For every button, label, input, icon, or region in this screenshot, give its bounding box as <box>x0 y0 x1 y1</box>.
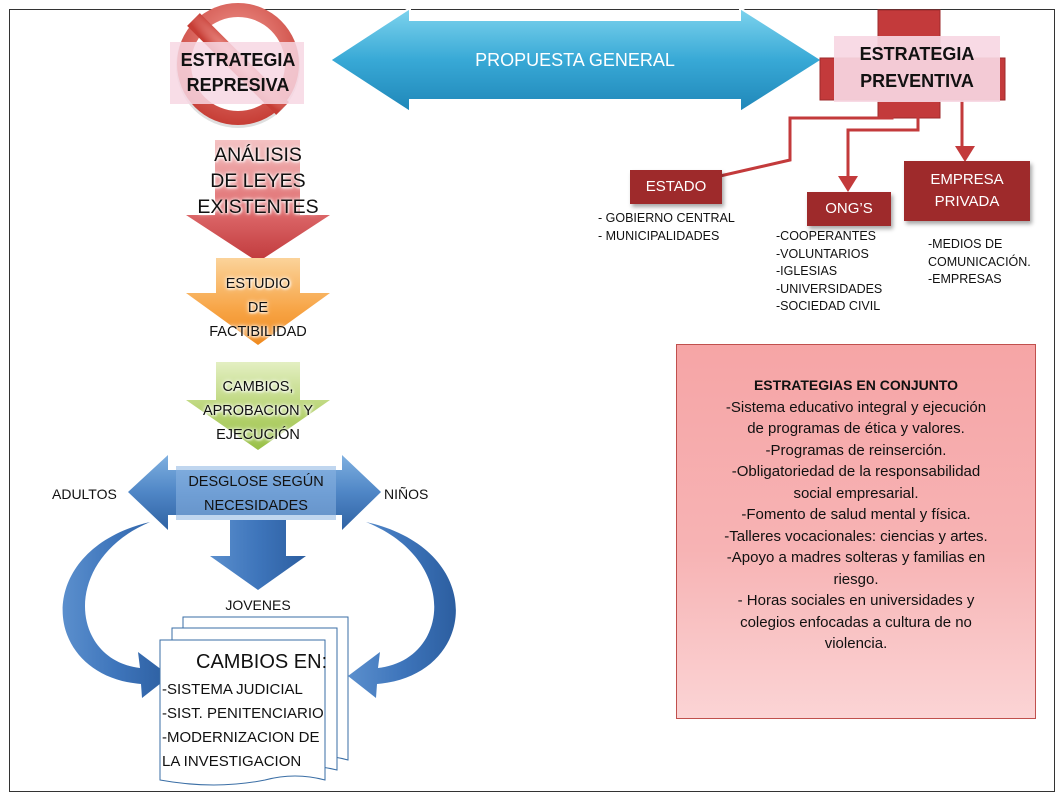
cambios-item: LA INVESTIGACION <box>162 753 302 770</box>
empresa-line2: PRIVADA <box>934 193 1000 210</box>
estado-label: ESTADO <box>645 178 707 195</box>
estado-box: ESTADO <box>630 170 722 204</box>
conjunto-line: social empresarial. <box>793 484 919 502</box>
cambios-item: -MODERNIZACION DE <box>162 729 320 746</box>
cambios-item: -SISTEMA JUDICIAL <box>162 681 303 698</box>
estado-item: - MUNICIPALIDADES <box>598 228 720 243</box>
empresa-item: COMUNICACIÓN. <box>928 254 1031 269</box>
step2-arrow <box>186 258 330 345</box>
step3-line2: APROBACION Y <box>202 403 314 419</box>
step3-line3: EJECUCIÓN <box>216 427 300 443</box>
conjunto-title: ESTRATEGIAS EN CONJUNTO <box>753 377 959 393</box>
ongs-label: ONG’S <box>825 200 873 217</box>
empresa-line1: EMPRESA <box>930 171 1004 188</box>
empresa-item: -MEDIOS DE <box>928 237 1003 251</box>
step3-line1: CAMBIOS, <box>222 379 294 395</box>
desglose-line2: NECESIDADES <box>204 498 308 514</box>
conjunto-line: - Horas sociales en universidades y <box>737 592 975 609</box>
jovenes-label: JOVENES <box>225 597 291 613</box>
desglose-arrow <box>128 455 381 590</box>
step3-arrow <box>186 362 330 450</box>
preventiva-title-line2: PREVENTIVA <box>860 71 974 91</box>
conjunto-line: riesgo. <box>833 570 879 588</box>
represiva-title: ESTRATEGIA REPRESIVA <box>160 48 316 98</box>
step2-label: ESTUDIO DE FACTIBILIDAD <box>190 272 326 344</box>
step1-label: ANÁLISIS DE LEYES EXISTENTES <box>180 142 336 220</box>
preventiva-title-line1: ESTRATEGIA <box>859 44 975 64</box>
cambios-item: -SIST. PENITENCIARIO <box>162 705 324 722</box>
represiva-title-line2: REPRESIVA <box>186 75 290 95</box>
ongs-item: -IGLESIAS <box>776 264 838 278</box>
ongs-box: ONG’S <box>807 192 891 226</box>
step3-label: CAMBIOS, APROBACION Y EJECUCIÓN <box>180 375 336 447</box>
step1-line2: DE LEYES <box>210 170 306 192</box>
step2-line1: ESTUDIO <box>225 276 291 292</box>
cambios-title: CAMBIOS EN: <box>196 651 328 673</box>
ongs-item: -SOCIEDAD CIVIL <box>776 299 881 313</box>
ninos-label: NIÑOS <box>384 486 429 502</box>
ongs-item: -VOLUNTARIOS <box>776 246 869 261</box>
estado-item: - GOBIERNO CENTRAL <box>598 211 735 225</box>
desglose-line1: DESGLOSE SEGÚN <box>188 474 324 490</box>
conjunto-line: colegios enfocadas a cultura de no <box>740 613 972 631</box>
ongs-item: -COOPERANTES <box>776 229 877 243</box>
ongs-list: -COOPERANTES -VOLUNTARIOS -IGLESIAS -UNI… <box>776 228 882 316</box>
step1-arrow <box>186 140 330 262</box>
conjunto-line: -Talleres vocacionales: ciencias y artes… <box>724 527 988 545</box>
conjunto-line: -Sistema educativo integral y ejecución <box>725 398 987 416</box>
preventiva-title-bg <box>834 36 1000 102</box>
step1-line3: EXISTENTES <box>197 196 319 218</box>
conjunto-line: violencia. <box>824 635 888 652</box>
step2-line2: DE <box>247 300 269 316</box>
propuesta-label: PROPUESTA GENERAL <box>475 50 675 70</box>
step2-line3: FACTIBILIDAD <box>209 324 307 340</box>
conjunto-line: -Apoyo a madres solteras y familias en <box>726 549 986 566</box>
empresa-item: -EMPRESAS <box>928 272 1002 286</box>
empresa-box: EMPRESA PRIVADA <box>904 161 1030 221</box>
preventiva-title: ESTRATEGIA PREVENTIVA <box>834 41 1000 95</box>
curved-arrow-left <box>62 522 170 698</box>
conjunto-line: -Obligatoriedad de la responsabilidad <box>731 463 981 480</box>
estrategias-conjunto-box: ESTRATEGIAS EN CONJUNTO -Sistema educati… <box>676 344 1036 719</box>
cambios-list: -SISTEMA JUDICIAL -SIST. PENITENCIARIO -… <box>162 678 352 774</box>
adultos-label: ADULTOS <box>52 486 117 502</box>
desglose-label: DESGLOSE SEGÚN NECESIDADES <box>176 470 336 518</box>
conjunto-line: -Fomento de salud mental y física. <box>741 506 971 523</box>
ongs-item: -UNIVERSIDADES <box>776 281 883 296</box>
conjunto-line: de programas de ética y valores. <box>747 420 965 437</box>
empresa-list: -MEDIOS DE COMUNICACIÓN. -EMPRESAS <box>928 236 1031 289</box>
cambios-document-stack <box>159 616 349 786</box>
estado-list: - GOBIERNO CENTRAL - MUNICIPALIDADES <box>598 210 735 245</box>
diagram-frame <box>9 9 1055 792</box>
curved-arrow-right <box>348 522 456 698</box>
represiva-title-bg <box>170 42 304 104</box>
step1-line1: ANÁLISIS <box>214 144 302 166</box>
conjunto-line: -Programas de reinserción. <box>765 441 947 459</box>
represiva-title-line1: ESTRATEGIA <box>180 50 296 70</box>
